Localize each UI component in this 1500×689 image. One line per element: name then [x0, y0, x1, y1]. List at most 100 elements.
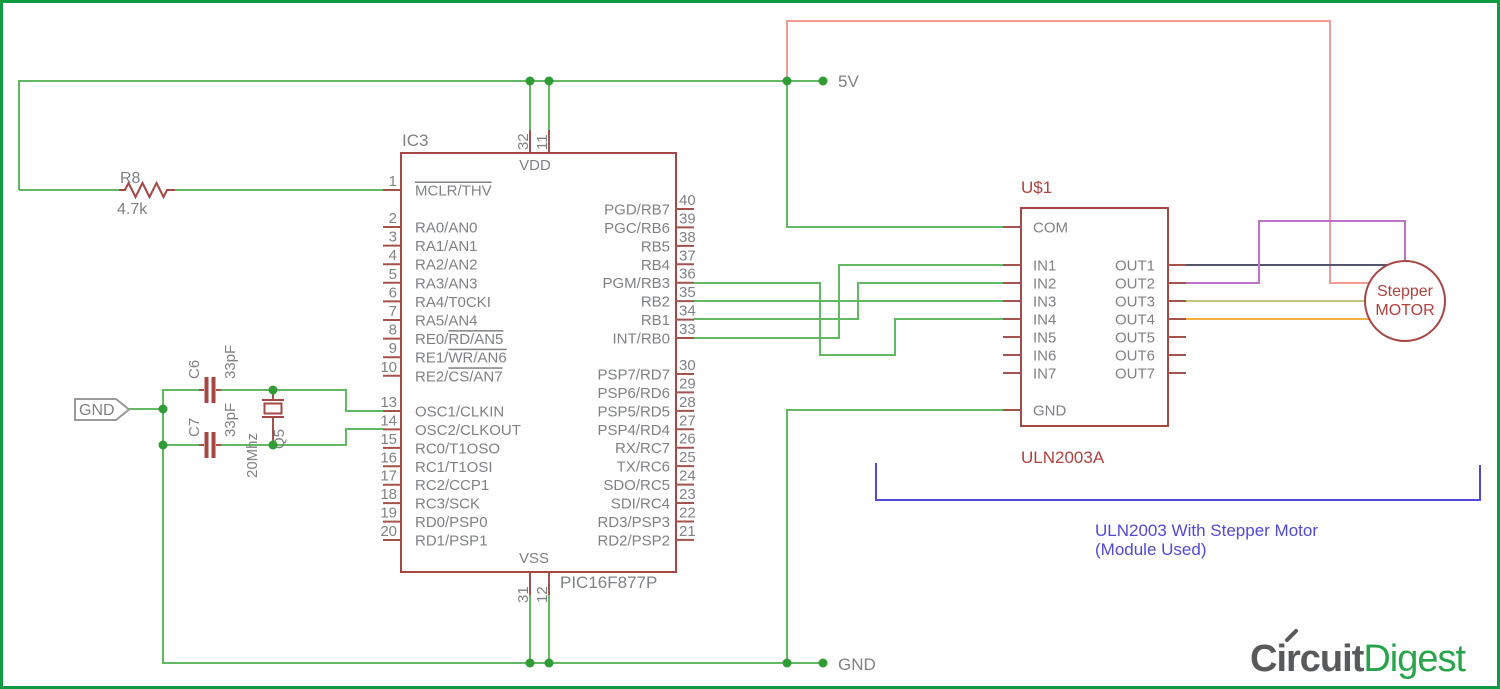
- uln-pin-out7: OUT7: [1115, 366, 1186, 383]
- svg-text:IN1: IN1: [1033, 258, 1056, 275]
- svg-text:MCLR/THV: MCLR/THV: [415, 183, 492, 200]
- svg-text:PSP6/RD6: PSP6/RD6: [597, 385, 670, 402]
- svg-text:28: 28: [679, 394, 696, 411]
- svg-text:OUT5: OUT5: [1115, 330, 1155, 347]
- logo-i-accent: [1285, 629, 1298, 642]
- svg-text:20: 20: [380, 523, 397, 540]
- uln-pin-in6: IN6: [1003, 348, 1056, 365]
- pic-ref: IC3: [402, 131, 428, 150]
- junction-dot-11: [818, 658, 828, 668]
- capacitor-c7: C7 33pF: [186, 403, 239, 458]
- svg-text:16: 16: [380, 449, 397, 466]
- svg-text:23: 23: [679, 486, 696, 503]
- c6-ref: C6: [186, 360, 203, 379]
- uln-pin-out2: OUT2: [1115, 276, 1186, 293]
- svg-text:9: 9: [389, 340, 397, 357]
- uln-pin-out6: OUT6: [1115, 348, 1186, 365]
- svg-text:INT/RB0: INT/RB0: [612, 331, 670, 348]
- svg-text:OUT7: OUT7: [1115, 366, 1155, 383]
- pic-body: [400, 152, 677, 573]
- svg-text:PGM/RB3: PGM/RB3: [602, 275, 670, 292]
- svg-text:24: 24: [679, 468, 696, 485]
- uln-pin-in3: IN3: [1003, 294, 1056, 311]
- svg-text:RA4/T0CKI: RA4/T0CKI: [415, 294, 491, 311]
- svg-text:RA0/AN0: RA0/AN0: [415, 220, 478, 237]
- svg-text:IN6: IN6: [1033, 348, 1056, 365]
- svg-text:RX/RC7: RX/RC7: [615, 440, 670, 457]
- wire-wire-11: [162, 389, 823, 664]
- pic-pin32-num: 32: [515, 133, 532, 150]
- wire-wire-5: [786, 81, 1003, 228]
- power-pin-stubs: [529, 130, 550, 595]
- wire-wire-0: [18, 80, 823, 190]
- crystal-q5: 20Mhz Q5: [244, 390, 288, 478]
- svg-text:RD0/PSP0: RD0/PSP0: [415, 514, 488, 531]
- svg-text:IN3: IN3: [1033, 294, 1056, 311]
- svg-text:RE0/RD/AN5: RE0/RD/AN5: [415, 331, 503, 348]
- uln-pin-out1: OUT1: [1115, 258, 1186, 275]
- gnd-tag-shape: [74, 398, 131, 421]
- svg-text:7: 7: [389, 303, 397, 320]
- wire-wire-17: [786, 409, 1003, 663]
- wire-wire-6: [694, 282, 1003, 356]
- uln-pin-out4: OUT4: [1115, 312, 1186, 329]
- svg-text:OUT3: OUT3: [1115, 294, 1155, 311]
- uln-pin-in4: IN4: [1003, 312, 1056, 329]
- junction-dot-9: [544, 658, 554, 668]
- svg-text:27: 27: [679, 412, 696, 429]
- svg-text:3: 3: [389, 229, 397, 246]
- junction-dot-6: [268, 385, 278, 395]
- svg-text:RD3/PSP3: RD3/PSP3: [597, 514, 670, 531]
- wire-salmon-18: [786, 20, 1369, 284]
- crystal-value: 20Mhz: [244, 433, 261, 478]
- module-annotation: ULN2003 With Stepper Motor (Module Used): [875, 463, 1481, 559]
- wire-wire-8: [694, 282, 1003, 320]
- motor-body: [1364, 260, 1446, 342]
- svg-text:PSP4/RD4: PSP4/RD4: [597, 422, 670, 439]
- svg-text:OSC1/CLKIN: OSC1/CLKIN: [415, 404, 504, 421]
- svg-text:4: 4: [389, 247, 397, 264]
- svg-text:OUT6: OUT6: [1115, 348, 1155, 365]
- pic-pin31-num: 31: [515, 586, 532, 603]
- svg-text:PGD/RB7: PGD/RB7: [604, 202, 670, 219]
- pic-pin12-num: 12: [534, 586, 551, 603]
- uln-pin-in7: IN7: [1003, 366, 1056, 383]
- uln-pin-in5: IN5: [1003, 330, 1056, 347]
- junction-dot-10: [782, 658, 792, 668]
- resistor-ref: R8: [120, 170, 141, 187]
- wires-layer: [18, 20, 1406, 664]
- svg-text:21: 21: [679, 523, 696, 540]
- svg-text:RB5: RB5: [641, 238, 670, 255]
- svg-text:15: 15: [380, 431, 397, 448]
- svg-text:10: 10: [380, 359, 397, 376]
- svg-text:18: 18: [380, 486, 397, 503]
- logo-circuit: Circuit: [1250, 638, 1365, 680]
- svg-text:29: 29: [679, 375, 696, 392]
- svg-text:PGC/RB6: PGC/RB6: [604, 220, 670, 237]
- capacitor-c6: C6 33pF: [186, 345, 239, 403]
- uln-pin-com: COM: [1003, 220, 1068, 237]
- svg-text:14: 14: [380, 412, 397, 429]
- logo-digest: Digest: [1363, 638, 1466, 680]
